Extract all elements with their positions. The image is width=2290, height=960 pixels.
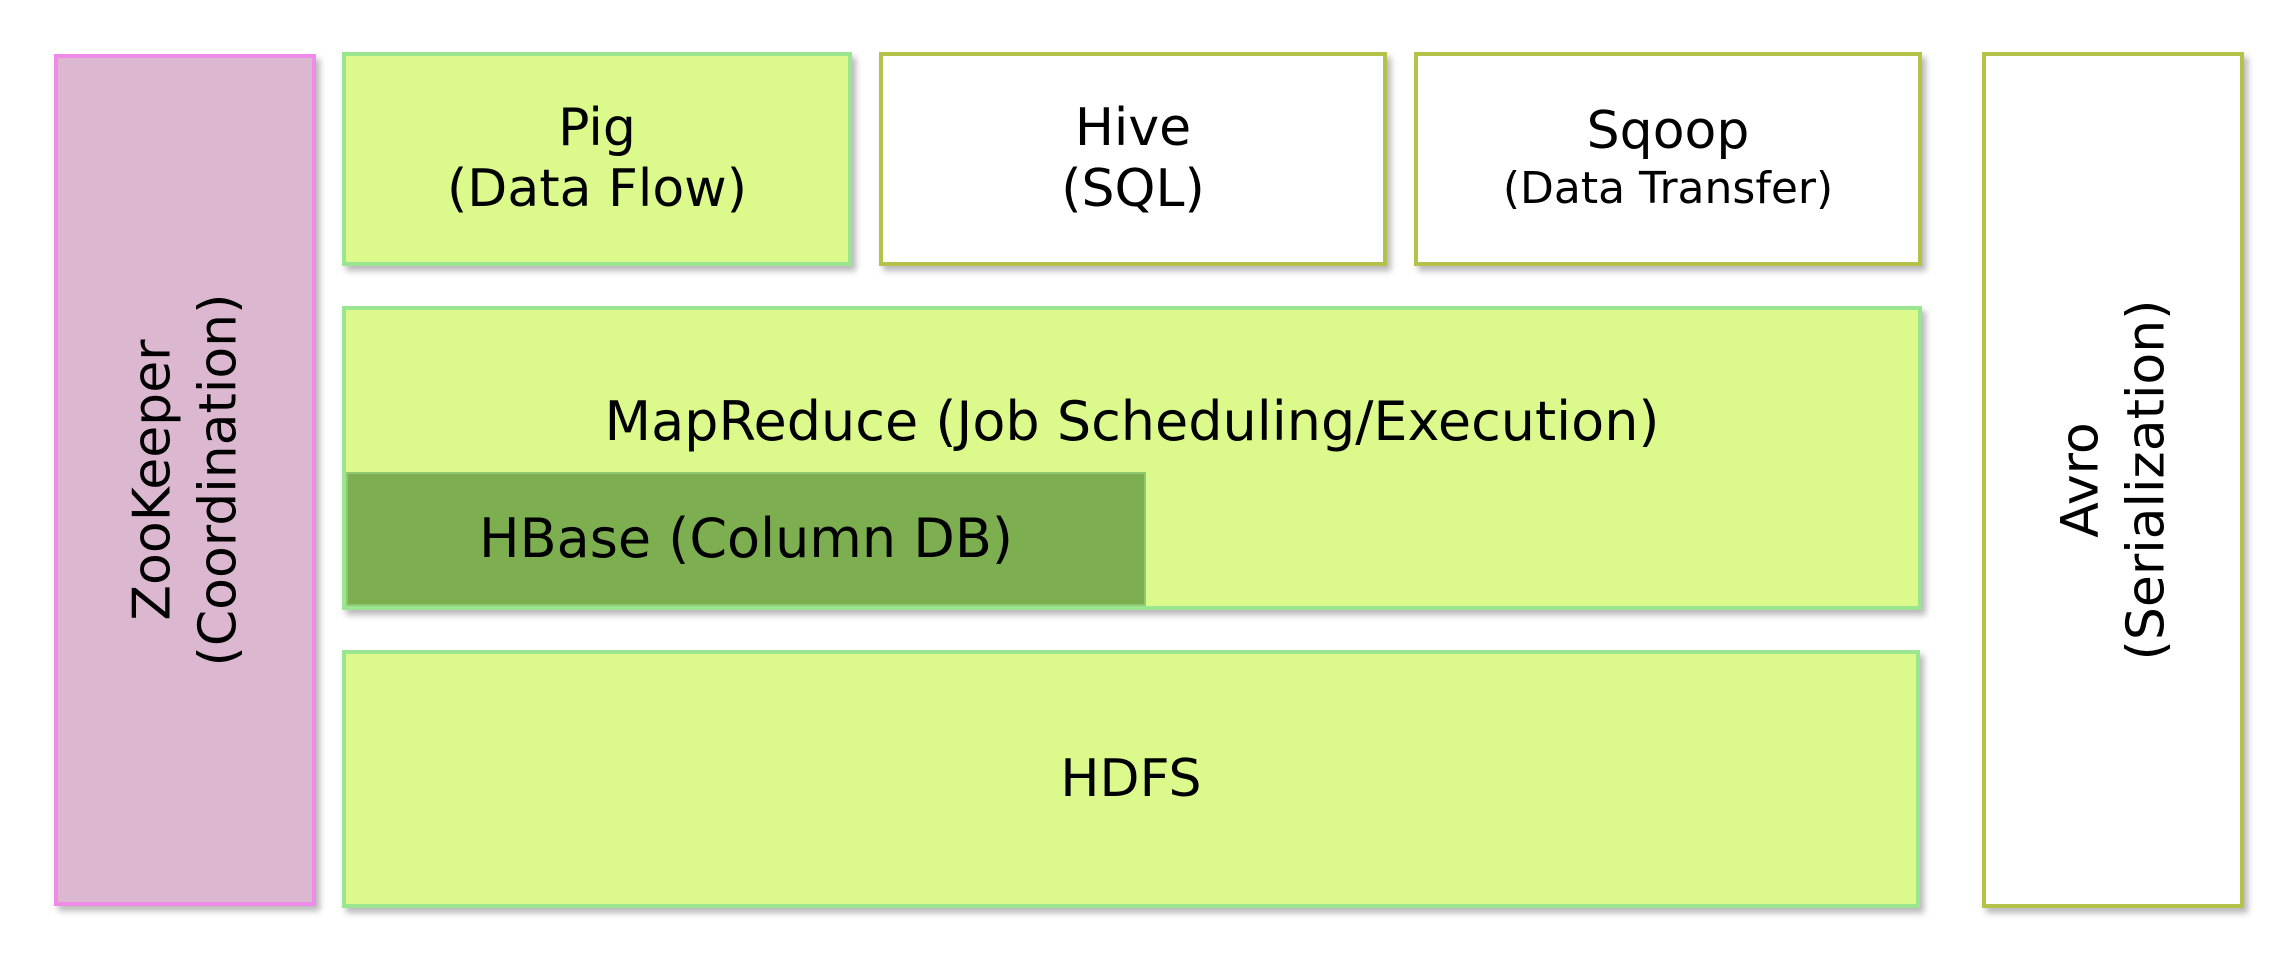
hbase-label: HBase (Column DB) (479, 507, 1013, 570)
hive-box: Hive (SQL) (879, 52, 1387, 266)
hdfs-label: HDFS (1060, 749, 1202, 809)
avro-box: Avro (Serialization) (1982, 52, 2244, 908)
zookeeper-box: ZooKeeper (Coordination) (54, 54, 316, 906)
zookeeper-label-group: ZooKeeper (Coordination) (119, 294, 251, 667)
sqoop-role: (Data Transfer) (1502, 163, 1834, 214)
zookeeper-name: ZooKeeper (122, 339, 182, 621)
avro-role: (Serialization) (2116, 299, 2176, 661)
hive-role: (SQL) (1061, 159, 1205, 219)
mapreduce-label: MapReduce (Job Scheduling/Execution) (604, 390, 1660, 453)
hive-name: Hive (1074, 98, 1192, 158)
avro-name: Avro (2050, 422, 2110, 538)
hdfs-box: HDFS (342, 650, 1920, 908)
sqoop-box: Sqoop (Data Transfer) (1414, 52, 1922, 266)
pig-box: Pig (Data Flow) (342, 52, 852, 266)
pig-role: (Data Flow) (447, 159, 747, 219)
avro-label-group: Avro (Serialization) (2047, 300, 2179, 661)
zookeeper-role: (Coordination) (188, 293, 248, 667)
pig-name: Pig (558, 98, 636, 158)
hbase-box: HBase (Column DB) (346, 472, 1146, 606)
sqoop-name: Sqoop (1586, 101, 1750, 161)
